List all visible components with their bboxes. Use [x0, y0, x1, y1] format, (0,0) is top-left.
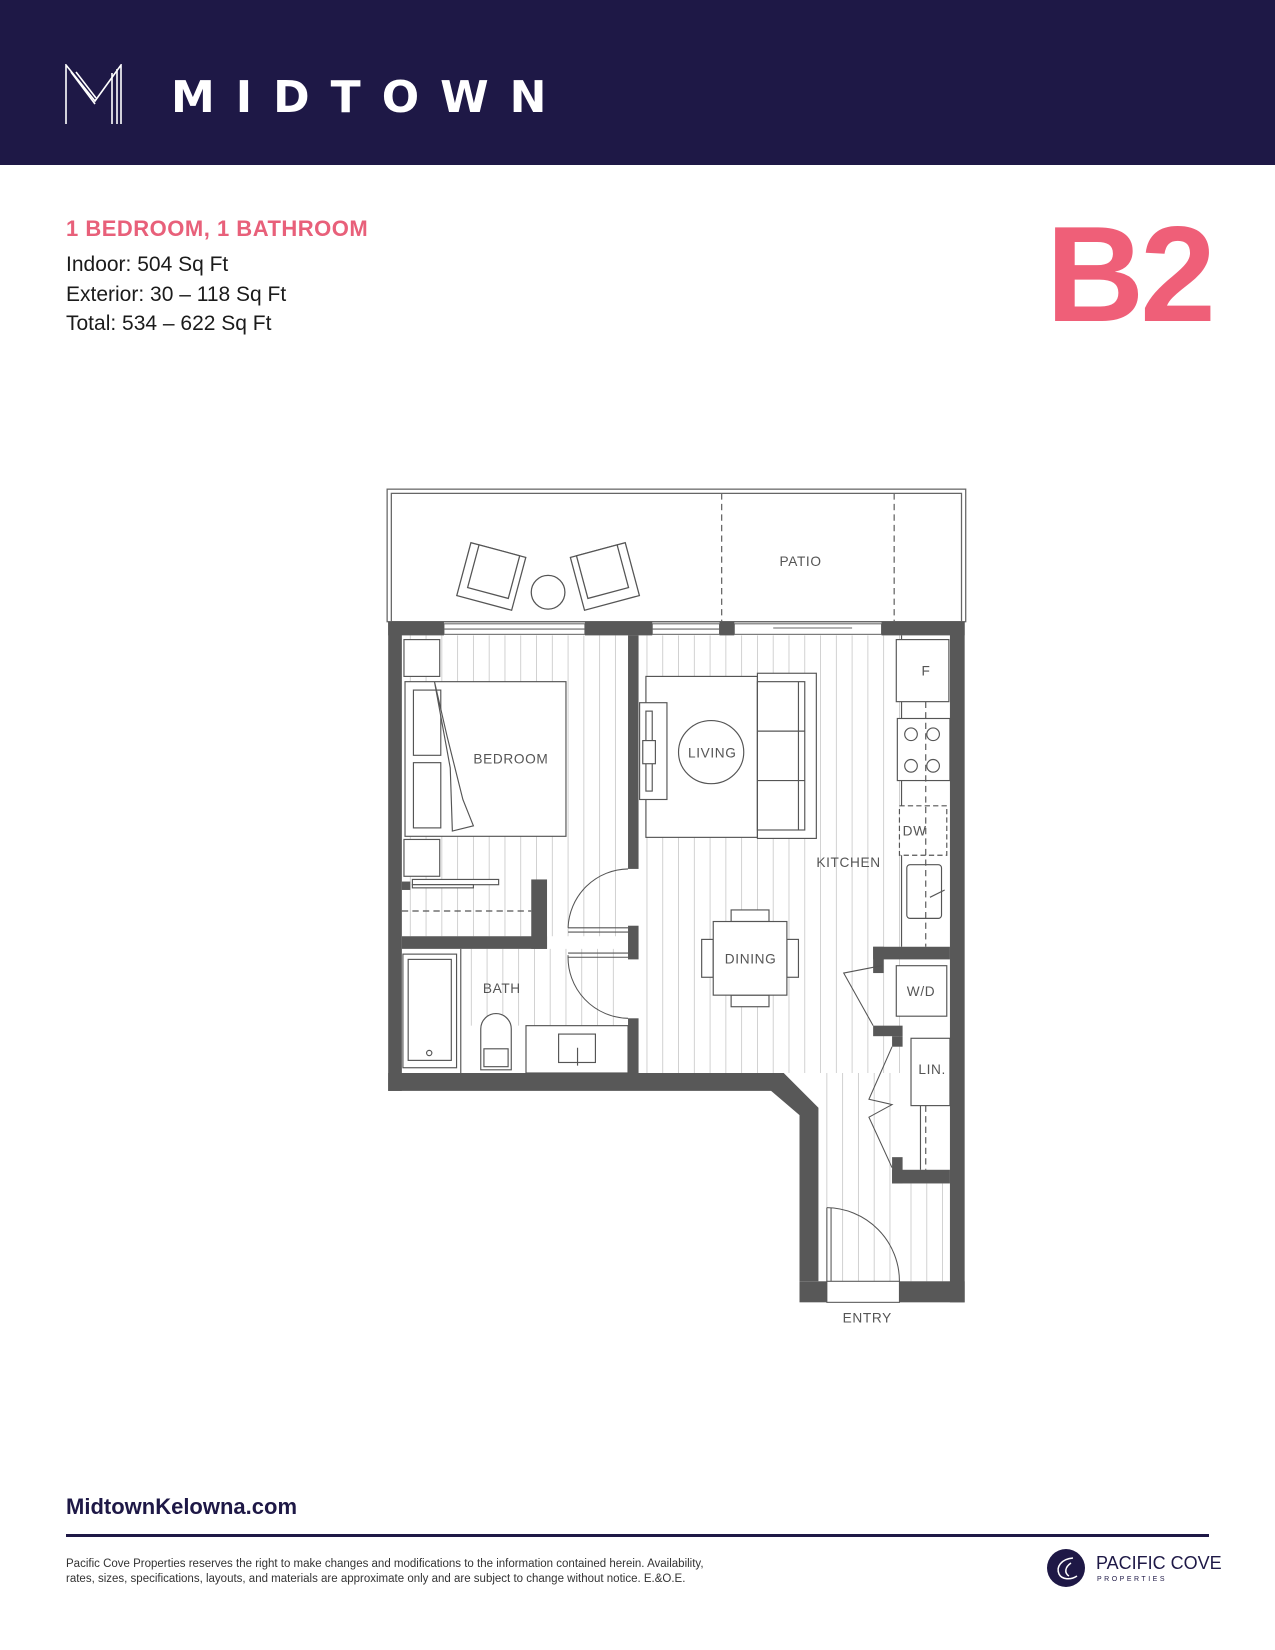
- living-furniture: [639, 672, 817, 1008]
- label-linen: LIN.: [918, 1062, 946, 1077]
- washer-dryer: [895, 965, 948, 1017]
- linen-closet: [910, 1037, 951, 1107]
- unit-type: 1 BEDROOM, 1 BATHROOM: [66, 216, 369, 241]
- bedroom-door: [567, 868, 629, 928]
- label-kitchen: KITCHEN: [816, 855, 880, 870]
- unit-code: B2: [1046, 198, 1216, 350]
- label-bath: BATH: [483, 981, 521, 996]
- dishwasher: [898, 805, 948, 856]
- coffee-table: [677, 720, 745, 785]
- patio-furniture: [455, 541, 641, 612]
- label-dishwasher: DW: [903, 823, 927, 838]
- brand-name: MIDTOWN: [171, 72, 568, 123]
- dining-chair: [730, 994, 770, 1008]
- patio-table: [530, 574, 566, 610]
- exterior-area: Exterior: 30 – 118 Sq Ft: [66, 283, 287, 306]
- linen-closet-door: [868, 1046, 894, 1168]
- header-banner: MIDTOWN: [0, 0, 1275, 165]
- indoor-area: Indoor: 504 Sq Ft: [66, 253, 229, 276]
- bed-blanket: [433, 681, 475, 832]
- label-entry: ENTRY: [843, 1310, 892, 1325]
- dining-table: [712, 920, 788, 996]
- fridge: [895, 639, 950, 703]
- label-bedroom: BEDROOM: [473, 752, 548, 767]
- bedroom-furniture: [401, 639, 567, 912]
- patio-area: [386, 488, 967, 623]
- wd-closet-door: [842, 965, 882, 1026]
- bath-fixtures: [402, 948, 629, 1074]
- nightstand: [403, 639, 441, 677]
- website-link[interactable]: MidtownKelowna.com: [66, 1494, 297, 1519]
- pacific-cove-logo-icon: [1047, 1549, 1085, 1587]
- windows: [443, 623, 883, 635]
- stove: [896, 717, 951, 782]
- bath-door: [567, 955, 629, 1019]
- patio-chair: [569, 541, 641, 612]
- midtown-m-logo-icon: [65, 64, 122, 124]
- dining-chair: [730, 909, 770, 923]
- label-washer-dryer: W/D: [907, 984, 935, 999]
- developer-name: PACIFIC COVE: [1096, 1553, 1222, 1573]
- disclaimer-line-1: Pacific Cove Properties reserves the rig…: [66, 1558, 704, 1570]
- dining-chair: [786, 938, 800, 978]
- footer-divider: [66, 1534, 1209, 1537]
- label-living: LIVING: [688, 745, 737, 760]
- entry-door: [826, 1207, 900, 1282]
- nightstand: [403, 838, 441, 877]
- doors: [567, 868, 900, 1303]
- label-patio: PATIO: [780, 554, 822, 569]
- kitchen-fixtures: [895, 635, 951, 1170]
- label-fridge: F: [922, 663, 931, 678]
- kitchen-sink: [906, 864, 943, 919]
- label-dining: DINING: [725, 952, 777, 967]
- disclaimer-line-2: rates, sizes, specifications, layouts, a…: [66, 1573, 686, 1585]
- developer-subtitle: PROPERTIES: [1097, 1576, 1167, 1583]
- walls: [388, 621, 965, 1303]
- dining-chair: [701, 938, 714, 978]
- total-area: Total: 534 – 622 Sq Ft: [66, 312, 272, 335]
- patio-chair: [455, 541, 527, 612]
